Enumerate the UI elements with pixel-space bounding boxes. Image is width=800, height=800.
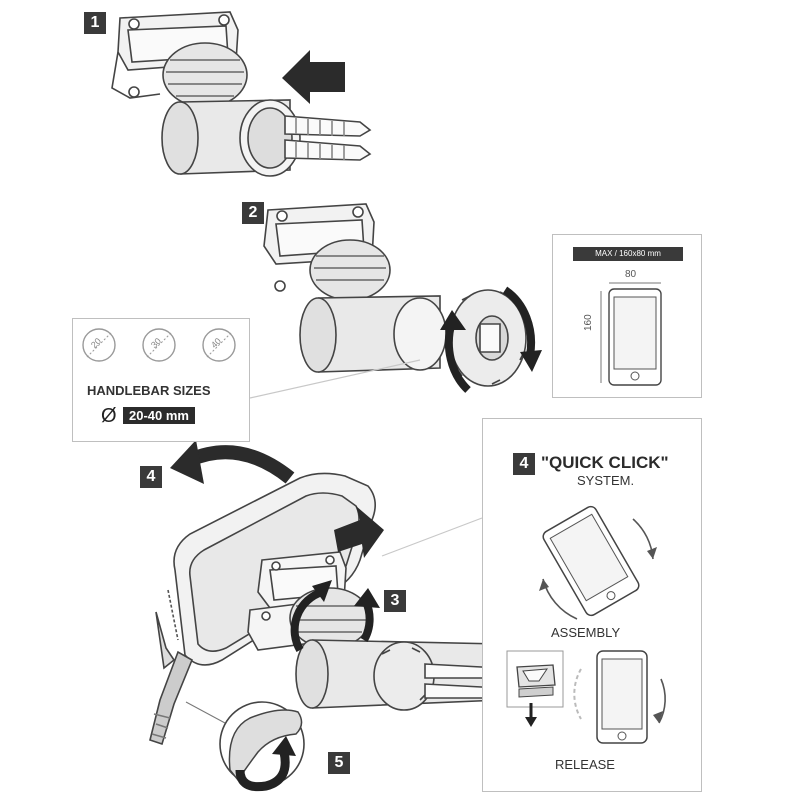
quick-click-panel: 4 "QUICK CLICK" SYSTEM. [482,418,702,792]
handlebar-range-badge: 20-40 mm [123,407,195,424]
quick-click-drawings [506,505,666,744]
step2-rotate-arrow-right [502,286,536,356]
step4-curved-arrow [187,445,295,484]
tube-size-40: 40 [199,325,239,365]
tube-size-20: 20 [79,325,119,365]
handlebar-sizes-title: HANDLEBAR SIZES [87,383,211,398]
step2-mount-drawing [263,203,527,387]
step1-mount-drawing [111,11,372,177]
step-number-2: 2 [242,202,264,224]
quick-click-subtitle: SYSTEM. [577,473,635,488]
step-number-4-quick-click: 4 [513,453,535,475]
max-size-label: MAX / 160x80 mm [573,247,683,261]
phone-case-drawing [149,472,507,746]
step-number-1: 1 [84,12,106,34]
step-number-5: 5 [328,752,350,774]
phone-size-panel: MAX / 160x80 mm 80 160 [552,234,702,398]
step3-rotate-arrow-left [290,588,324,653]
step5-loop-arrow [235,751,290,792]
phone-width-label: 80 [625,269,637,280]
phone-height-label: 160 [583,314,594,331]
release-label: RELEASE [555,757,615,772]
quick-click-title: "QUICK CLICK" [541,453,669,472]
tube-size-30: 30 [139,325,179,365]
case-slide-arrow [334,506,384,558]
phone-size-drawing [600,282,662,386]
step1-push-arrow [282,50,345,104]
step-number-3: 3 [384,590,406,612]
step2-rotate-arrow-left [444,320,471,393]
diameter-symbol: Ø [101,405,117,427]
step-number-4: 4 [140,466,162,488]
assembly-label: ASSEMBLY [551,625,621,640]
handlebar-sizes-panel: 20 30 40 HANDLEBAR SIZES Ø 20-40 mm [72,318,250,442]
